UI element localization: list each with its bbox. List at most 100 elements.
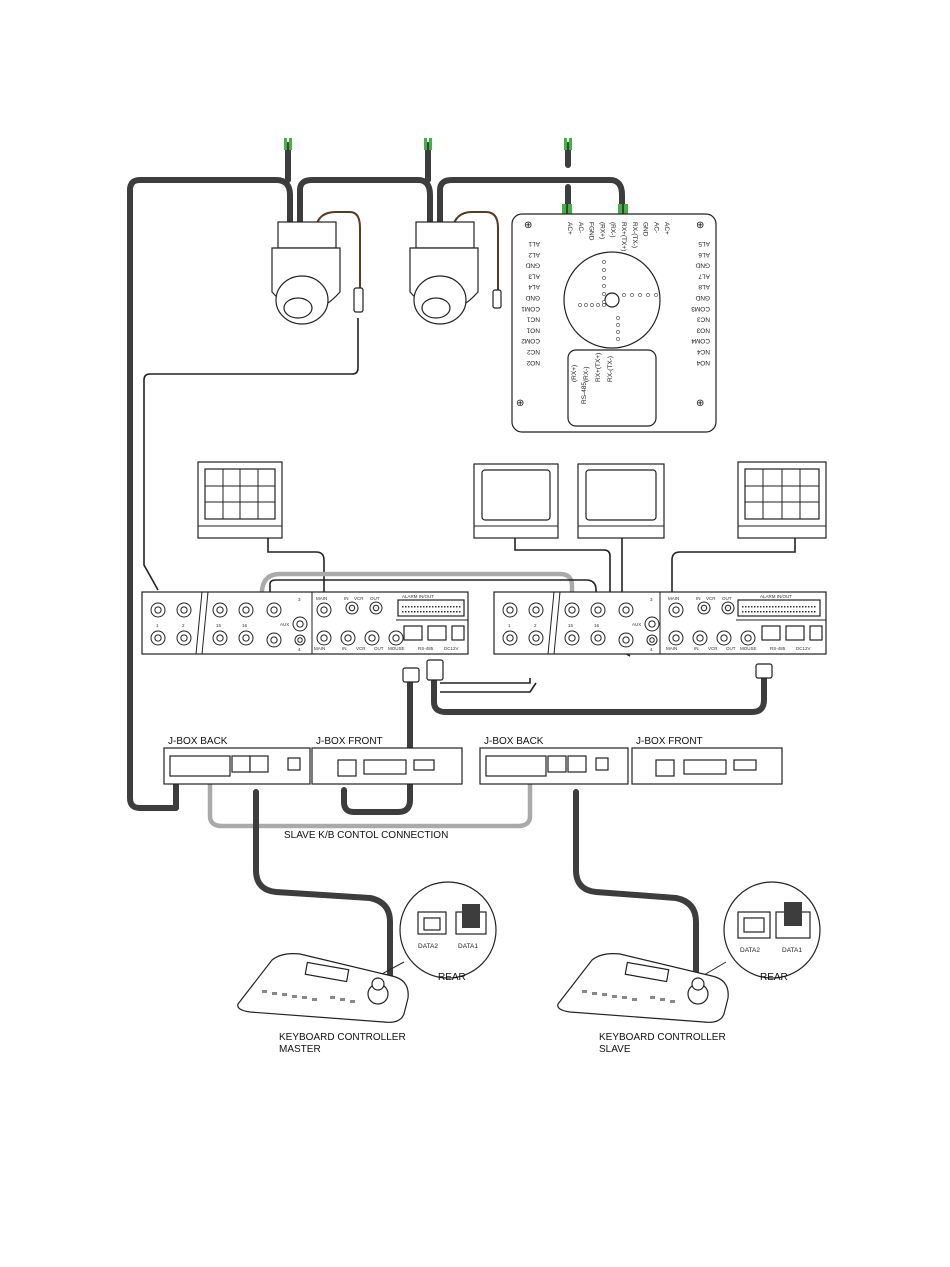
board-rs485-terminals: (RX+)(RX-)RX+(TX+)RX-(TX-)RS-485 bbox=[571, 353, 614, 404]
board-right-terminal-label: NO3 bbox=[696, 326, 710, 333]
bnc-connector bbox=[564, 630, 580, 646]
dvr-rear-ports bbox=[761, 625, 823, 641]
board-rs485-label: RS-485 bbox=[581, 382, 588, 404]
svg-text:⊕: ⊕ bbox=[524, 220, 532, 231]
jbox-front-2-label: J-BOX FRONT bbox=[636, 736, 703, 747]
bnc-connector bbox=[388, 630, 404, 646]
bnc-connector bbox=[212, 630, 228, 646]
dc12v-label: DC12V bbox=[444, 646, 459, 651]
rs485-label: RS-485 bbox=[418, 646, 434, 651]
bnc-connector bbox=[644, 616, 660, 632]
dvr-bnc-connectors bbox=[150, 591, 823, 655]
cam-number-label: 3 bbox=[650, 597, 653, 602]
board-led-dot bbox=[602, 303, 606, 307]
board-led-dot bbox=[616, 337, 620, 341]
board-led-dot bbox=[602, 268, 606, 272]
bnc-connector bbox=[150, 602, 166, 618]
monitor-3 bbox=[577, 463, 665, 539]
board-top-terminal-label: RX-(TX-) bbox=[631, 222, 638, 248]
bnc-connector bbox=[646, 634, 658, 646]
keyboard-slave-title: KEYBOARD CONTROLLER bbox=[599, 1032, 726, 1043]
cam-number-label: 3 bbox=[298, 597, 301, 602]
bnc-connector bbox=[528, 602, 544, 618]
monitor-4-quad bbox=[737, 461, 827, 539]
board-led-dot bbox=[630, 293, 634, 297]
master-data1-label: DATA1 bbox=[458, 943, 478, 950]
dome-camera-1 bbox=[271, 221, 341, 325]
bnc-connector bbox=[721, 601, 735, 615]
monitor-2 bbox=[473, 463, 559, 539]
board-right-terminal-label: NO4 bbox=[696, 359, 710, 366]
board-top-terminal-label: AC+ bbox=[566, 222, 573, 235]
keyboard-controller-slave bbox=[557, 953, 729, 1023]
jbox-back-1-label: J-BOX BACK bbox=[168, 736, 228, 747]
cable-runs bbox=[127, 142, 796, 981]
master-rear-label: REAR bbox=[438, 972, 466, 983]
vcr-label: VCR bbox=[708, 646, 718, 651]
aux-label: AUX bbox=[632, 622, 641, 627]
main-label: MAIN bbox=[316, 596, 327, 601]
main-label: MAIN bbox=[314, 646, 325, 651]
bnc-connector bbox=[590, 602, 606, 618]
cam-number-label: 1 bbox=[508, 623, 511, 628]
out-label: OUT bbox=[722, 596, 732, 601]
vcr-label: VCR bbox=[356, 646, 366, 651]
cam-number-label: 2 bbox=[534, 623, 537, 628]
dome-camera-2 bbox=[409, 221, 479, 325]
bnc-connector bbox=[740, 630, 756, 646]
bnc-connector bbox=[340, 630, 356, 646]
power-wire-ends bbox=[284, 138, 628, 214]
bnc-connector bbox=[502, 630, 518, 646]
board-right-terminal-label: NC3 bbox=[697, 316, 710, 323]
board-left-terminal-label: COM2 bbox=[521, 337, 540, 344]
board-top-terminal-label: FGND bbox=[588, 222, 595, 241]
board-left-terminal-label: NO1 bbox=[526, 326, 540, 333]
board-top-terminal-label: AC+ bbox=[663, 222, 670, 235]
board-led-dot bbox=[584, 303, 588, 307]
board-left-terminal-label: NO2 bbox=[526, 359, 540, 366]
svg-text:⊕: ⊕ bbox=[696, 398, 704, 409]
bnc-connector bbox=[316, 602, 332, 618]
bnc-connector bbox=[316, 630, 332, 646]
bnc-connector-camera1 bbox=[353, 287, 364, 313]
cam-number-label: 15 bbox=[216, 623, 222, 628]
bnc-connector bbox=[590, 630, 606, 646]
bnc-connector bbox=[176, 602, 192, 618]
board-right-terminal-label: COM3 bbox=[691, 305, 710, 312]
board-led-dot bbox=[616, 323, 620, 327]
board-right-terminal-label: AL5 bbox=[698, 240, 710, 247]
cable-left-trunk bbox=[127, 177, 293, 811]
keyboard-slave-role: SLAVE bbox=[599, 1044, 631, 1055]
board-left-terminal-label: COM1 bbox=[521, 305, 540, 312]
dvr2-rs485-link bbox=[431, 673, 767, 715]
mouse-label: MOUSE bbox=[740, 646, 757, 651]
board-left-terminal-label: NC2 bbox=[527, 348, 540, 355]
vcr-label: VCR bbox=[706, 596, 716, 601]
cam-number-label: 16 bbox=[242, 623, 248, 628]
board-left-terminal-label: GND bbox=[525, 262, 540, 269]
vcr-label: VCR bbox=[354, 596, 364, 601]
cable-camera2-to-board bbox=[437, 177, 625, 225]
bnc-connector bbox=[294, 634, 306, 646]
board-led-dot bbox=[616, 316, 620, 320]
dvr1-to-jbox-front bbox=[341, 677, 413, 815]
cam-number-label: 16 bbox=[594, 623, 600, 628]
bnc-connector bbox=[212, 602, 228, 618]
board-rs485-terminal-label: RX+(TX+) bbox=[595, 353, 602, 382]
bnc-connector bbox=[692, 630, 708, 646]
jbox-front-1-label: J-BOX FRONT bbox=[316, 736, 383, 747]
bnc-connector bbox=[238, 630, 254, 646]
monitor2-to-dvr2-aux bbox=[514, 538, 611, 605]
board-left-terminal-label: NC1 bbox=[527, 316, 540, 323]
board-right-terminal-label: NC4 bbox=[697, 348, 710, 355]
out-label: OUT bbox=[370, 596, 380, 601]
board-left-terminal-label: AL3 bbox=[528, 272, 540, 279]
mouse-label: MOUSE bbox=[388, 646, 405, 651]
monitor1-to-dvr1-main bbox=[267, 538, 325, 605]
rs485-link bbox=[440, 678, 537, 693]
jbox-back-1 bbox=[163, 747, 311, 785]
bnc-connector bbox=[697, 601, 711, 615]
